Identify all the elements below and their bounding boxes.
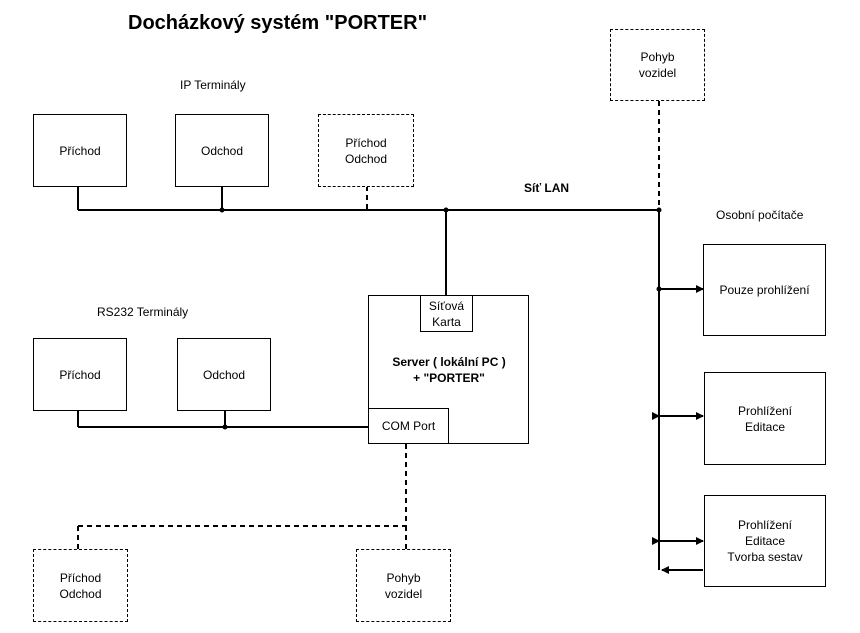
vehicle-label: Pohyb xyxy=(386,570,421,585)
pc-view-edit: Prohlížení Editace xyxy=(704,372,826,465)
vehicle-movement-top: Pohyb vozidel xyxy=(610,29,705,101)
pc-label: Editace xyxy=(744,419,786,434)
terminal-label: Odchod xyxy=(59,586,102,601)
com-port: COM Port xyxy=(368,408,449,444)
diagram-title: Docházkový systém "PORTER" xyxy=(128,12,428,34)
bottom-vehicle-movement: Pohyb vozidel xyxy=(356,549,451,622)
ip-terminal-odchod: Odchod xyxy=(175,114,269,187)
personal-computers-label: Osobní počítače xyxy=(716,208,804,222)
pc-label: Prohlížení xyxy=(737,518,793,532)
terminal-label: Odchod xyxy=(202,367,246,382)
bottom-terminal: Příchod Odchod xyxy=(33,549,128,622)
junction-dot xyxy=(219,207,225,213)
junction-dot xyxy=(656,207,662,213)
server-label-line: + "PORTER" xyxy=(413,371,485,385)
ip-terminal-prichod: Příchod xyxy=(33,114,127,187)
pc-view-edit-reports: Prohlížení Editace Tvorba sestav xyxy=(704,495,826,587)
terminal-label: Příchod xyxy=(345,135,387,150)
network-card: Síťová Karta xyxy=(420,295,473,332)
terminal-label: Příchod xyxy=(59,367,101,382)
terminal-label: Příchod xyxy=(59,143,101,158)
rs232-terminal-prichod: Příchod xyxy=(33,338,127,411)
terminal-label: Příchod xyxy=(59,570,102,585)
pc-label: Tvorba sestav xyxy=(727,550,803,564)
terminal-label: Odchod xyxy=(344,151,388,166)
rs232-terminals-label: RS232 Terminály xyxy=(97,305,189,319)
junction-dot xyxy=(656,286,662,292)
lan-label: Síť LAN xyxy=(524,181,570,195)
network-card-label: Síťová xyxy=(428,298,465,313)
server-label: Server ( lokální PC ) + "PORTER" xyxy=(370,354,528,386)
network-card-label: Karta xyxy=(432,314,461,329)
pc-label: Editace xyxy=(744,534,786,548)
junction-dot xyxy=(222,424,228,430)
pc-label: Pouze prohlížení xyxy=(719,283,810,297)
vehicle-label: vozidel xyxy=(384,586,423,601)
com-port-label: COM Port xyxy=(381,419,436,433)
server-label-line: Server ( lokální PC ) xyxy=(392,355,506,369)
pc-label: Prohlížení xyxy=(737,403,793,418)
vehicle-label: Pohyb xyxy=(640,50,675,64)
rs232-terminal-odchod: Odchod xyxy=(177,338,271,411)
terminal-label: Odchod xyxy=(200,143,244,158)
ip-terminals-label: IP Terminály xyxy=(180,78,246,92)
ip-terminal-optional: Příchod Odchod xyxy=(318,114,414,187)
vehicle-label: vozidel xyxy=(638,66,677,80)
junction-dot xyxy=(443,207,449,213)
pc-view-only: Pouze prohlížení xyxy=(703,244,826,336)
